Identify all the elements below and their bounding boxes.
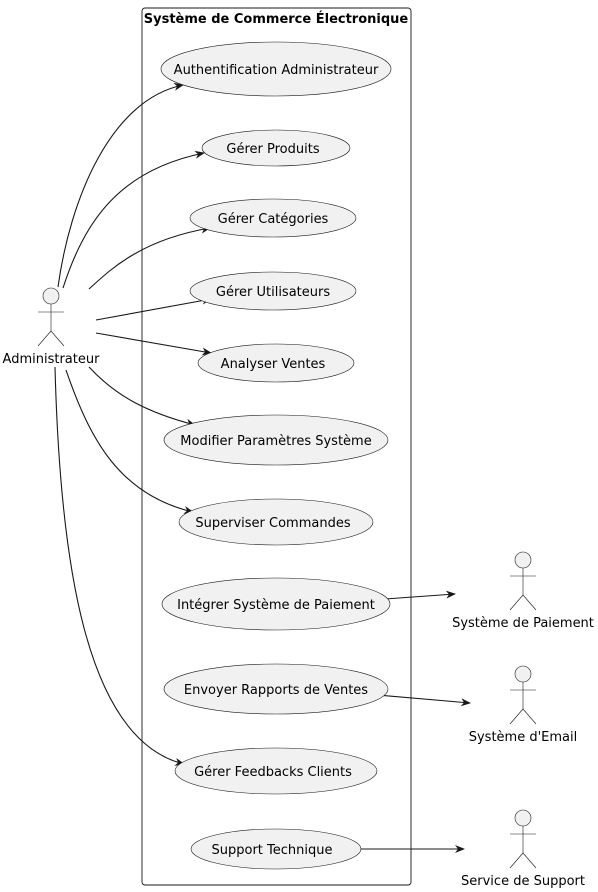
use-case-parametres[interactable]: Modifier Paramètres Système (163, 414, 389, 466)
use-case-label: Envoyer Rapports de Ventes (184, 683, 368, 698)
external-associations (359, 590, 471, 853)
use-case-label: Support Technique (212, 843, 333, 858)
use-case-label: Gérer Catégories (218, 212, 329, 227)
edge-admin-categories (88, 225, 211, 290)
use-case-label: Analyser Ventes (221, 357, 326, 372)
use-case-produits[interactable]: Gérer Produits (201, 129, 351, 167)
use-case-paiement[interactable]: Intégrer Système de Paiement (161, 577, 391, 631)
edge-admin-commandes (65, 369, 194, 514)
edge-admin-auth (57, 82, 184, 288)
use-case-label: Authentification Administrateur (174, 63, 379, 78)
edge-admin-utilisateurs (95, 296, 212, 321)
admin-associations (54, 82, 212, 766)
edge-admin-ventes (95, 332, 212, 356)
actor-figure-icon (509, 551, 537, 611)
edge-admin-produits (62, 150, 205, 289)
edge-admin-parametres (88, 366, 196, 427)
use-case-categories[interactable]: Gérer Catégories (189, 198, 357, 238)
use-case-utilisateurs[interactable]: Gérer Utilisateurs (189, 271, 357, 311)
use-case-label: Intégrer Système de Paiement (177, 598, 375, 613)
use-cases: Authentification Administrateur Gérer Pr… (160, 41, 392, 870)
actor-figure-icon (509, 809, 537, 869)
actor-administrateur[interactable]: Administrateur (3, 287, 101, 367)
actor-label: Système de Paiement (452, 616, 594, 631)
use-case-support[interactable]: Support Technique (190, 828, 362, 870)
use-case-ventes[interactable]: Analyser Ventes (197, 343, 355, 383)
use-case-feedbacks[interactable]: Gérer Feedbacks Clients (174, 747, 378, 795)
use-case-label: Gérer Utilisateurs (216, 285, 330, 300)
actor-systeme-email[interactable]: Système d'Email (469, 665, 578, 745)
use-case-auth[interactable]: Authentification Administrateur (160, 41, 392, 97)
edge-email (377, 694, 471, 707)
actor-systeme-paiement[interactable]: Système de Paiement (452, 551, 594, 631)
system-title: Système de Commerce Électronique (144, 11, 409, 27)
actor-figure-icon (37, 287, 65, 347)
use-case-label: Superviser Commandes (195, 516, 350, 531)
edge-admin-feedbacks (54, 366, 185, 766)
actor-service-support[interactable]: Service de Support (461, 809, 585, 889)
edge-paiement (384, 590, 456, 600)
use-case-label: Modifier Paramètres Système (180, 434, 371, 449)
use-case-label: Gérer Feedbacks Clients (194, 765, 352, 780)
use-case-commandes[interactable]: Superviser Commandes (178, 498, 374, 546)
actor-label: Administrateur (3, 352, 101, 367)
use-case-label: Gérer Produits (226, 142, 319, 157)
actor-label: Service de Support (461, 874, 585, 889)
actor-figure-icon (509, 665, 537, 725)
use-case-rapports[interactable]: Envoyer Rapports de Ventes (163, 663, 389, 715)
actor-label: Système d'Email (469, 730, 578, 745)
